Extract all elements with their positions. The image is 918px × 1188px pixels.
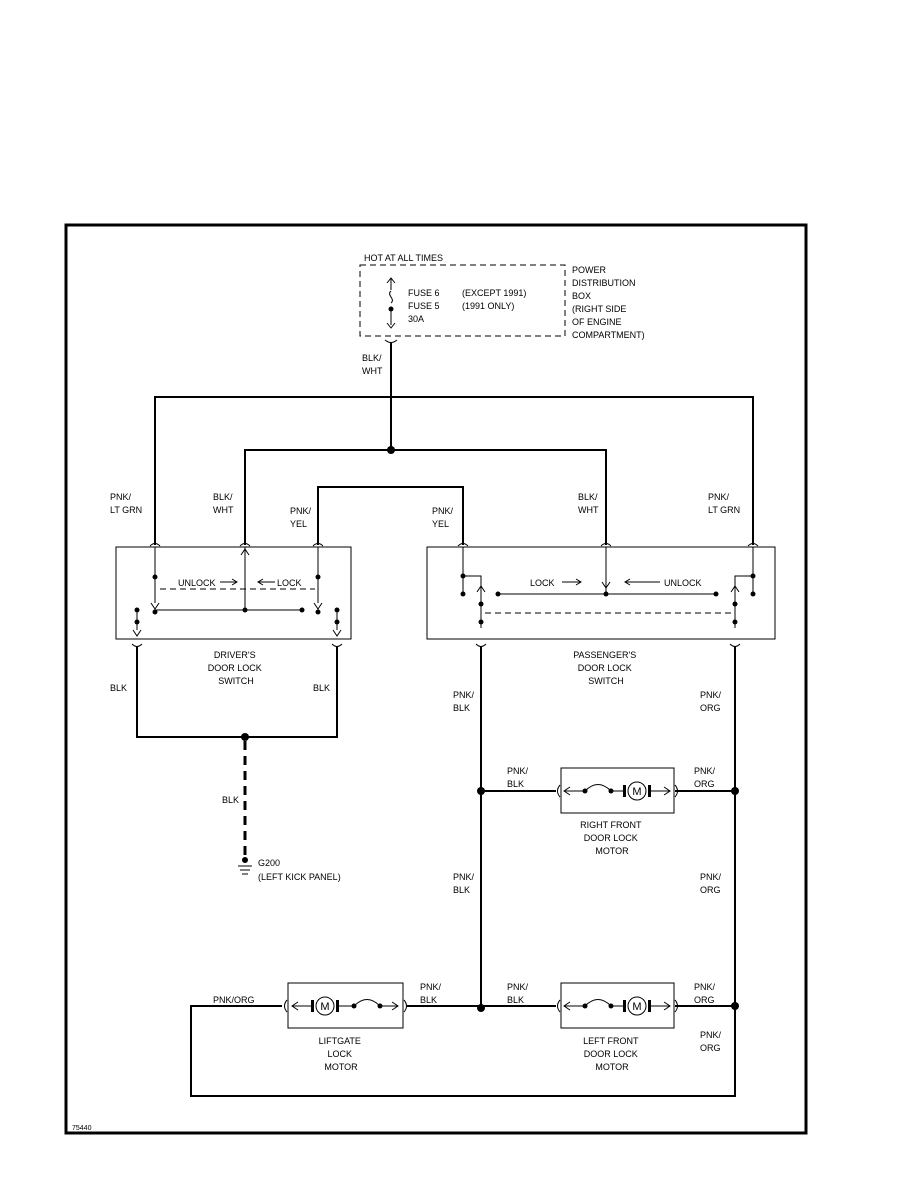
ground-id: G200 bbox=[258, 858, 280, 868]
splice-ground bbox=[241, 733, 249, 741]
wire-label-pas-mid: BLK/ WHT bbox=[578, 492, 600, 515]
pdb-dashed-outline bbox=[359, 264, 566, 337]
motor-m-icon bbox=[627, 996, 647, 1016]
passenger-unlock-label: UNLOCK bbox=[664, 578, 702, 588]
wire-label-drv-outer: PNK/ LT GRN bbox=[110, 492, 142, 515]
wire-label-drv-mid: BLK/ WHT bbox=[213, 492, 235, 515]
ground-location: (LEFT KICK PANEL) bbox=[258, 872, 341, 882]
fuse-b-note: (1991 ONLY) bbox=[462, 301, 514, 311]
drivers-door-lock-switch: UNLOCK LOCK DRIVER'S DOOR LOCK SWITCH bbox=[115, 543, 352, 686]
wire-label-lg-right: PNK/ BLK bbox=[420, 982, 444, 1005]
passengers-door-lock-switch: LOCK UNLOCK PASSENGER'S DOOR LOCK SWITCH bbox=[426, 543, 776, 686]
passenger-lock-label: LOCK bbox=[530, 578, 555, 588]
pdb-hot-label: HOT AT ALL TIMES bbox=[364, 253, 443, 263]
wire-label-pas-left-upper: PNK/ BLK bbox=[453, 690, 477, 713]
feed-wire-label: BLK/ WHT bbox=[362, 353, 384, 376]
splice-feed bbox=[387, 446, 395, 454]
liftgate-motor-name: LIFTGATE LOCK MOTOR bbox=[319, 1036, 364, 1072]
wire-label-pas-right-lower: PNK/ ORG bbox=[700, 872, 724, 895]
wire-label-bottom-right: PNK/ ORG bbox=[700, 1030, 724, 1053]
fuse-b-label: FUSE 5 bbox=[408, 301, 440, 311]
motor-m-icon bbox=[627, 781, 647, 801]
wire-label-pas-right-upper: PNK/ ORG bbox=[700, 690, 724, 713]
power-distribution-box: HOT AT ALL TIMES FUSE 6 (EXCEPT 1991) FU… bbox=[359, 253, 645, 343]
left-front-door-lock-motor: M LEFT FRONT DOOR LOCK MOTOR bbox=[557, 982, 678, 1072]
wire-label-rf-right: PNK/ ORG bbox=[694, 766, 718, 789]
wire-label-gnd-main: BLK bbox=[222, 795, 239, 805]
feed-wiring: BLK/ WHT bbox=[154, 343, 754, 545]
diagram-frame bbox=[64, 223, 808, 1135]
passenger-switch-name: PASSENGER'S DOOR LOCK SWITCH bbox=[573, 650, 639, 686]
wire-label-lf-right: PNK/ ORG bbox=[694, 982, 718, 1005]
wire-label-pas-left-lower: PNK/ BLK bbox=[453, 872, 477, 895]
motor-symbol: M bbox=[632, 786, 641, 798]
wire-label-pas-inner: PNK/ YEL bbox=[432, 506, 456, 529]
right-front-motor-name: RIGHT FRONT DOOR LOCK MOTOR bbox=[580, 820, 644, 856]
fuse-a-note: (EXCEPT 1991) bbox=[462, 288, 526, 298]
liftgate-lock-motor: M LIFTGATE LOCK MOTOR bbox=[284, 982, 407, 1072]
driver-unlock-label: UNLOCK bbox=[178, 578, 216, 588]
motor-symbol: M bbox=[632, 1001, 641, 1013]
right-front-door-lock-motor: M RIGHT FRONT DOOR LOCK MOTOR bbox=[557, 767, 678, 856]
motor-m-icon bbox=[315, 996, 335, 1016]
ground-symbol-icon bbox=[238, 857, 252, 875]
wire-label-pas-outer: PNK/ LT GRN bbox=[708, 492, 740, 515]
wire-label-lf-left: PNK/ BLK bbox=[507, 982, 531, 1005]
wire-label-drv-gnd-right: BLK bbox=[313, 683, 330, 693]
motor-symbol: M bbox=[320, 1001, 329, 1013]
wire-label-lg-left: PNK/ORG bbox=[213, 995, 255, 1005]
wire-label-drv-gnd-left: BLK bbox=[110, 683, 127, 693]
left-front-motor-name: LEFT FRONT DOOR LOCK MOTOR bbox=[583, 1036, 641, 1072]
fuse-rating: 30A bbox=[408, 314, 424, 324]
driver-switch-name: DRIVER'S DOOR LOCK SWITCH bbox=[208, 650, 265, 686]
wire-label-rf-left: PNK/ BLK bbox=[507, 766, 531, 789]
wire-label-drv-inner: PNK/ YEL bbox=[290, 506, 314, 529]
fuse-a-label: FUSE 6 bbox=[408, 288, 440, 298]
figure-id: 75440 bbox=[72, 1125, 92, 1132]
driver-lock-label: LOCK bbox=[277, 578, 302, 588]
pdb-name: POWER DISTRIBUTION BOX (RIGHT SIDE OF EN… bbox=[572, 265, 645, 340]
